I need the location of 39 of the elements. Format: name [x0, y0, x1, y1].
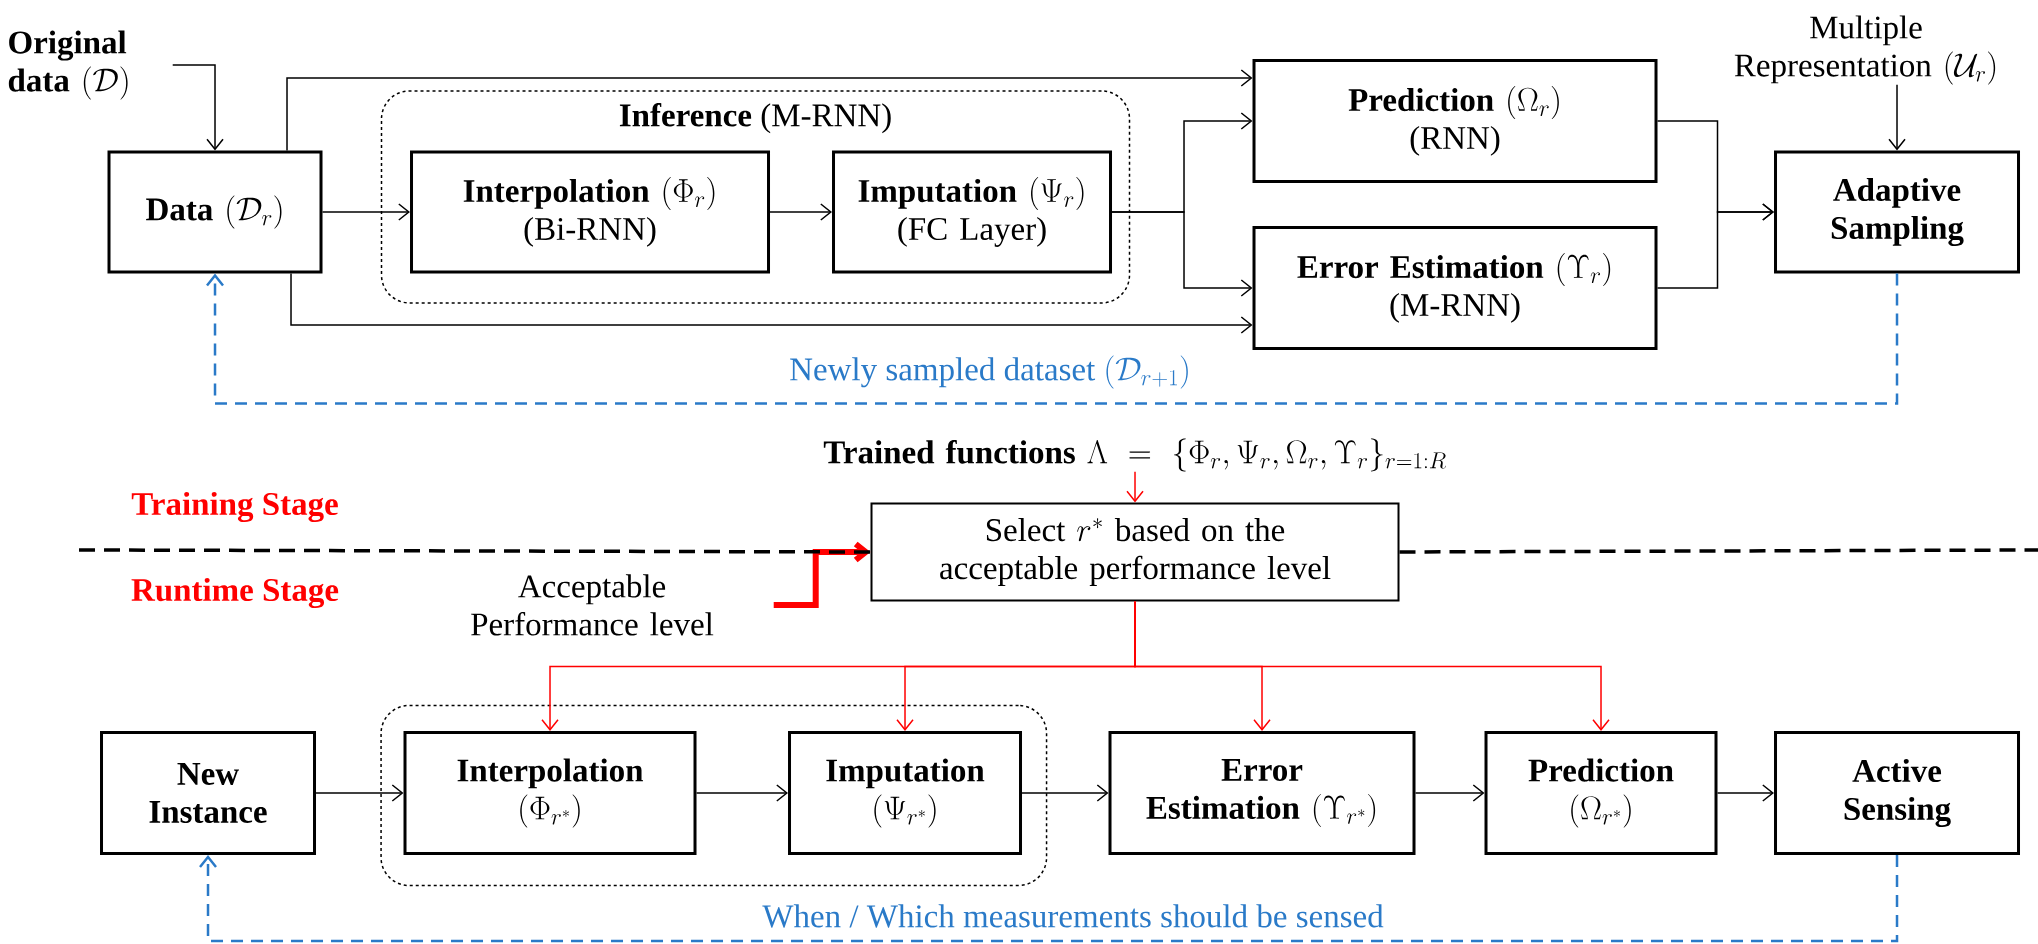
arrow [286, 69, 1253, 152]
annotation-text: Trained functions $\Lambda = \{\Phi_r, \Psi_r, \Omega_r, \Upsilon_r\}_{r=1:R}$ [823, 438, 1446, 472]
arrow [1716, 784, 1774, 802]
arrow [695, 784, 788, 802]
process-box: Adaptive Sampling [1774, 150, 2020, 274]
stage-label: Runtime Stage [131, 577, 339, 609]
process-box: Prediction $(\Omega_r)$ (RNN) [1252, 59, 1658, 183]
group-box [380, 704, 1048, 887]
arrow [199, 854, 1899, 943]
arrow [1414, 784, 1485, 802]
annotation-text: Original data $(\mathcal{D})$ [8, 30, 128, 100]
edge-label: $\text{Newly sampled dataset }(\mathcal{D}_{r+1})$ [787, 353, 1193, 391]
arrow [206, 273, 1899, 405]
annotation-text: Multiple Representation $(\mathcal{U}_r)$ [1734, 15, 1996, 85]
annotation-text: Acceptable Performance level [471, 574, 714, 636]
arrow [321, 203, 410, 221]
arrow [315, 784, 404, 802]
arrow [1888, 84, 1906, 151]
stage-label: Training Stage [131, 491, 338, 523]
process-box: Interpolation $(\Phi_{r^*})$ [403, 731, 697, 855]
process-box: Imputation $(\Psi_{r^*})$ [788, 731, 1022, 855]
process-box: Error Estimation $(\Upsilon_r)$ (M-RNN) [1252, 226, 1658, 350]
process-box: Error Estimation $(\Upsilon_{r^*})$ [1108, 731, 1416, 855]
arrow [290, 272, 1253, 334]
process-box: New Instance [100, 731, 316, 855]
arrow [1126, 470, 1144, 503]
arrow [1134, 600, 1610, 731]
process-box: Imputation $(\Psi_r)$ (FC Layer) [832, 150, 1112, 274]
selection-box: Select $r^*$ based on the acceptable performance level [870, 502, 1400, 602]
arrow [1111, 211, 1253, 297]
process-box: Prediction $(\Omega_{r^*})$ [1484, 731, 1718, 855]
process-box: Active Sensing [1774, 731, 2020, 855]
edge-label: When / Which measurements should be sensed [760, 902, 1386, 930]
arrow [769, 203, 832, 221]
arrow [1656, 203, 1774, 289]
arrow [1021, 784, 1109, 802]
process-box: Interpolation $(\Phi_r)$ (Bi-RNN) [410, 150, 770, 274]
arrow [171, 64, 224, 151]
process-box: Data $(\mathcal{D}_r)$ [107, 150, 323, 274]
